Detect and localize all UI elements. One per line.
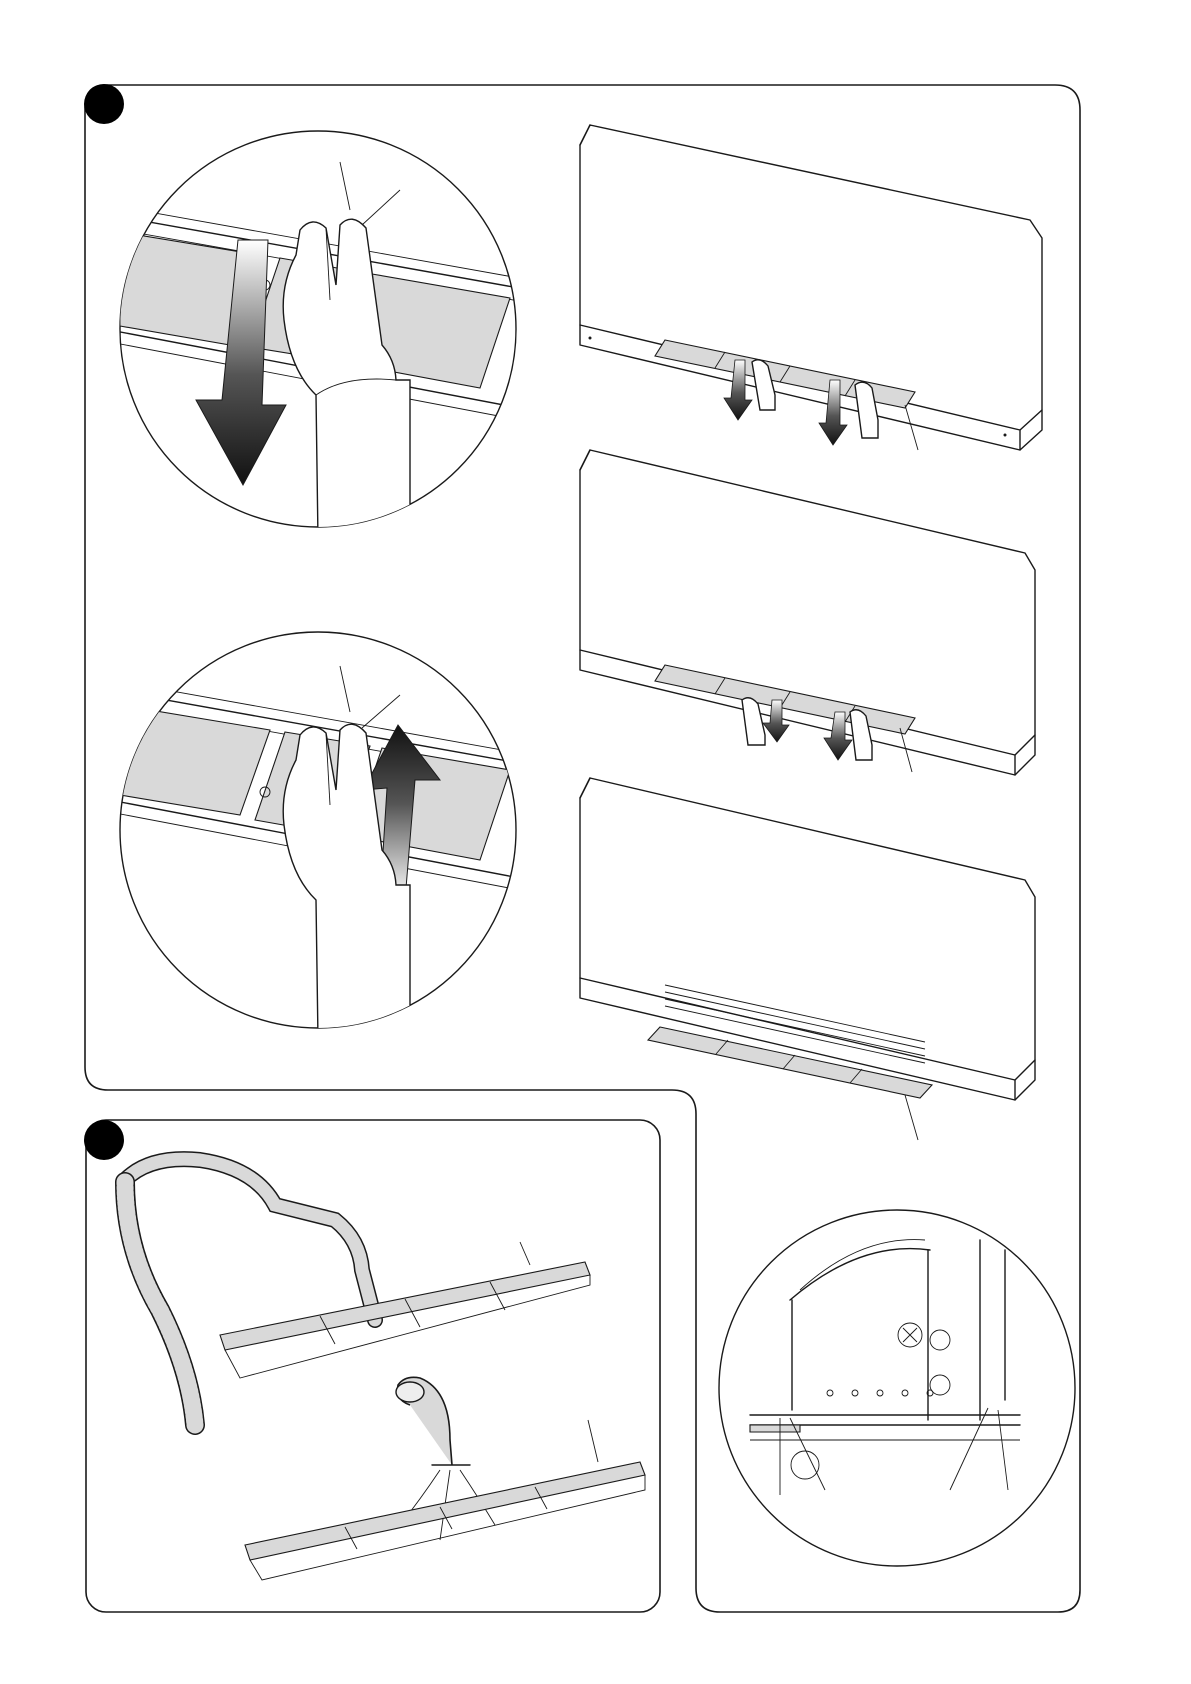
step-1-badge xyxy=(84,84,124,124)
panel-bottom-left-frame xyxy=(86,1120,660,1612)
step-2-badge xyxy=(84,1120,124,1160)
